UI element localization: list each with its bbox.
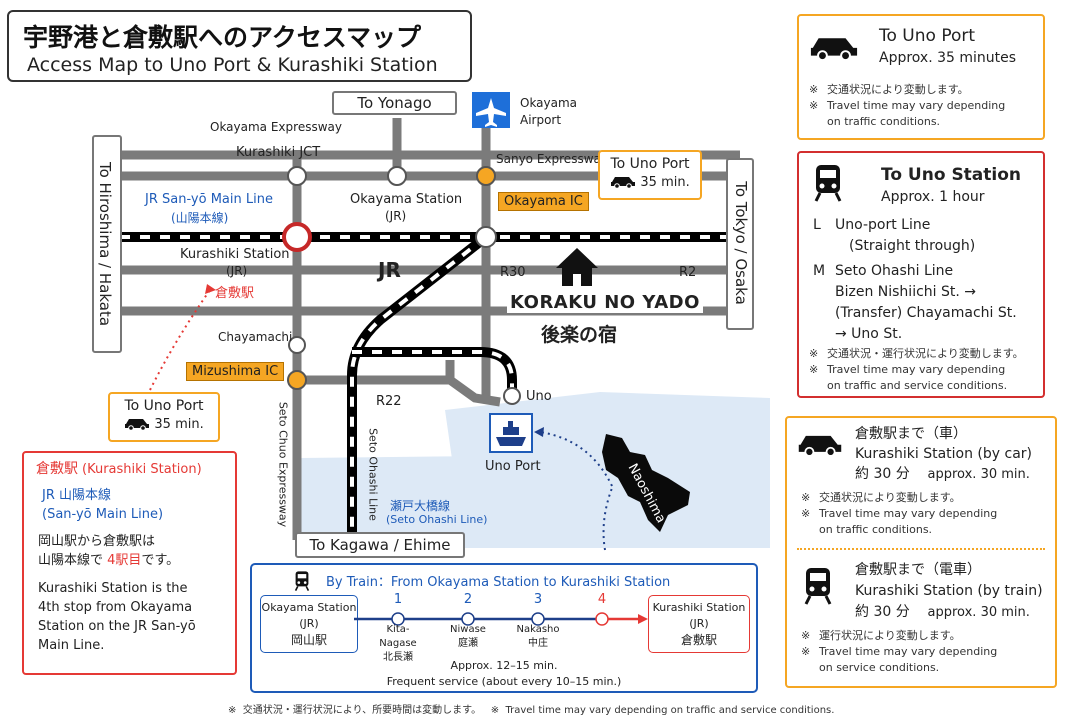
stop-4: 4 (597, 592, 607, 607)
title-jp: 宇野港と倉敷駅へのアクセスマップ (23, 23, 422, 52)
kurashiki-station-node (282, 222, 312, 252)
kurashiki-jct-node (287, 166, 307, 186)
train-icon (294, 571, 310, 591)
kurashiki-station-label-1: Kurashiki Station (180, 247, 290, 262)
r30-label: R30 (500, 265, 526, 280)
dotted-route-blue-1 (602, 487, 613, 551)
callout-uno-port-left: To Uno Port 35 min. (108, 392, 220, 442)
panel-uno-port: To Uno Port Approx. 35 minutes ※交通状況により変… (797, 14, 1045, 140)
seto-ohashi-en-label: (Seto Ohashi Line) (386, 513, 488, 526)
uno-node (503, 387, 521, 405)
train-icon (804, 568, 832, 605)
dotted-route-blue-2 (539, 431, 613, 487)
to-hiroshima-sign: To Hiroshima / Hakata (92, 135, 122, 353)
chayamachi-node (288, 336, 306, 354)
train-icon (814, 165, 842, 202)
note-jp: 交通状況により変動します。 (827, 83, 969, 96)
okayama-station-label-2: (JR) (385, 209, 407, 223)
kurashiki-station-label-jp: 倉敷駅 (215, 286, 255, 301)
route-frequency: Frequent service (about every 10–15 min.… (386, 675, 622, 688)
seto-ohashi-jp-label: 瀬戸大橋線 (390, 499, 451, 513)
mizushima-ic-node (287, 370, 307, 390)
okayama-jr-node (475, 226, 497, 248)
sanyo-expressway-label: Sanyo Expressway (496, 152, 608, 166)
seto-ohashi-label: Seto Ohashi Line (366, 428, 380, 521)
okayama-ic-node (476, 166, 496, 186)
r2-label: R2 (679, 265, 697, 280)
airport-label-2: Airport (520, 113, 562, 127)
note-en: Travel time may vary depending (827, 99, 1006, 112)
route-line (354, 612, 648, 626)
uno-label: Uno (526, 389, 552, 404)
title-box: 宇野港と倉敷駅へのアクセスマップ Access Map to Uno Port … (7, 10, 472, 82)
footer-note: ※ 交通状況・運行状況により、所要時間は変動します。 ※ Travel time… (228, 705, 835, 716)
to-kagawa-sign: To Kagawa / Ehime (295, 532, 465, 558)
panel-uno-port-title: To Uno Port (879, 26, 976, 46)
railways (120, 232, 740, 540)
road-r22 (297, 375, 501, 407)
mizushima-ic-badge: Mizushima IC (186, 362, 285, 381)
chayamachi-label: Chayamachi (218, 330, 293, 344)
map-nodes (282, 166, 521, 405)
okayama-station-node (387, 166, 407, 186)
uno-port-label: Uno Port (485, 459, 541, 474)
to-yonago-sign: To Yonago (332, 91, 457, 115)
kurashiki-jct-label: Kurashiki JCT (236, 145, 321, 160)
panel-uno-port-time: Approx. 35 minutes (879, 50, 1017, 66)
title-en: Access Map to Uno Port & Kurashiki Stati… (27, 54, 438, 76)
r22-label: R22 (376, 394, 402, 409)
car-icon (810, 38, 858, 60)
okayama-expressway-label: Okayama Expressway (210, 120, 342, 134)
panel-train-route: By Train：From Okayama Station to Kurashi… (250, 563, 758, 693)
to-tokyo-sign: To Tokyo / Osaka (726, 158, 754, 330)
callout-uno-port-top: To Uno Port 35 min. (598, 150, 702, 200)
divider (797, 548, 1045, 550)
route-from-box: Okayama Station(JR)岡山駅 (260, 595, 358, 653)
panel-uno-station-time: Approx. 1 hour (881, 189, 985, 205)
panel-uno-station-title: To Uno Station (881, 165, 1022, 185)
kurashiki-station-label-2: (JR) (226, 264, 248, 278)
ship-icon (489, 413, 533, 453)
train-route-title: By Train：From Okayama Station to Kurashi… (326, 575, 671, 590)
san-yo-line-en: JR San-yō Main Line (145, 192, 273, 207)
car-icon (611, 177, 636, 189)
route-approx: Approx. 12–15 min. (450, 659, 558, 672)
airport-label-1: Okayama (520, 96, 578, 110)
panel-kurashiki-access: 倉敷駅まで（車） Kurashiki Station (by car) 約 30… (785, 416, 1057, 688)
naoshima-island (602, 434, 690, 532)
san-yo-line-jp: (山陽本線) (171, 211, 229, 225)
panel-kurashiki-station: 倉敷駅(Kurashiki Station) JR 山陽本線 (San-yō M… (22, 451, 237, 675)
house-icon (556, 248, 598, 286)
okayama-ic-badge: Okayama IC (498, 192, 589, 211)
jr-label: JR (378, 258, 401, 282)
hotel-name-en: KORAKU NO YADO (507, 292, 703, 313)
seto-chuo-label: Seto Chuo Expressway (276, 401, 290, 528)
dotted-route-red (149, 289, 211, 391)
car-icon (798, 435, 842, 456)
hotel-name-jp: 後楽の宿 (538, 320, 621, 347)
car-icon (125, 419, 150, 431)
route-to-box: Kurashiki Station(JR)倉敷駅 (648, 595, 750, 653)
okayama-station-label-1: Okayama Station (350, 192, 463, 207)
